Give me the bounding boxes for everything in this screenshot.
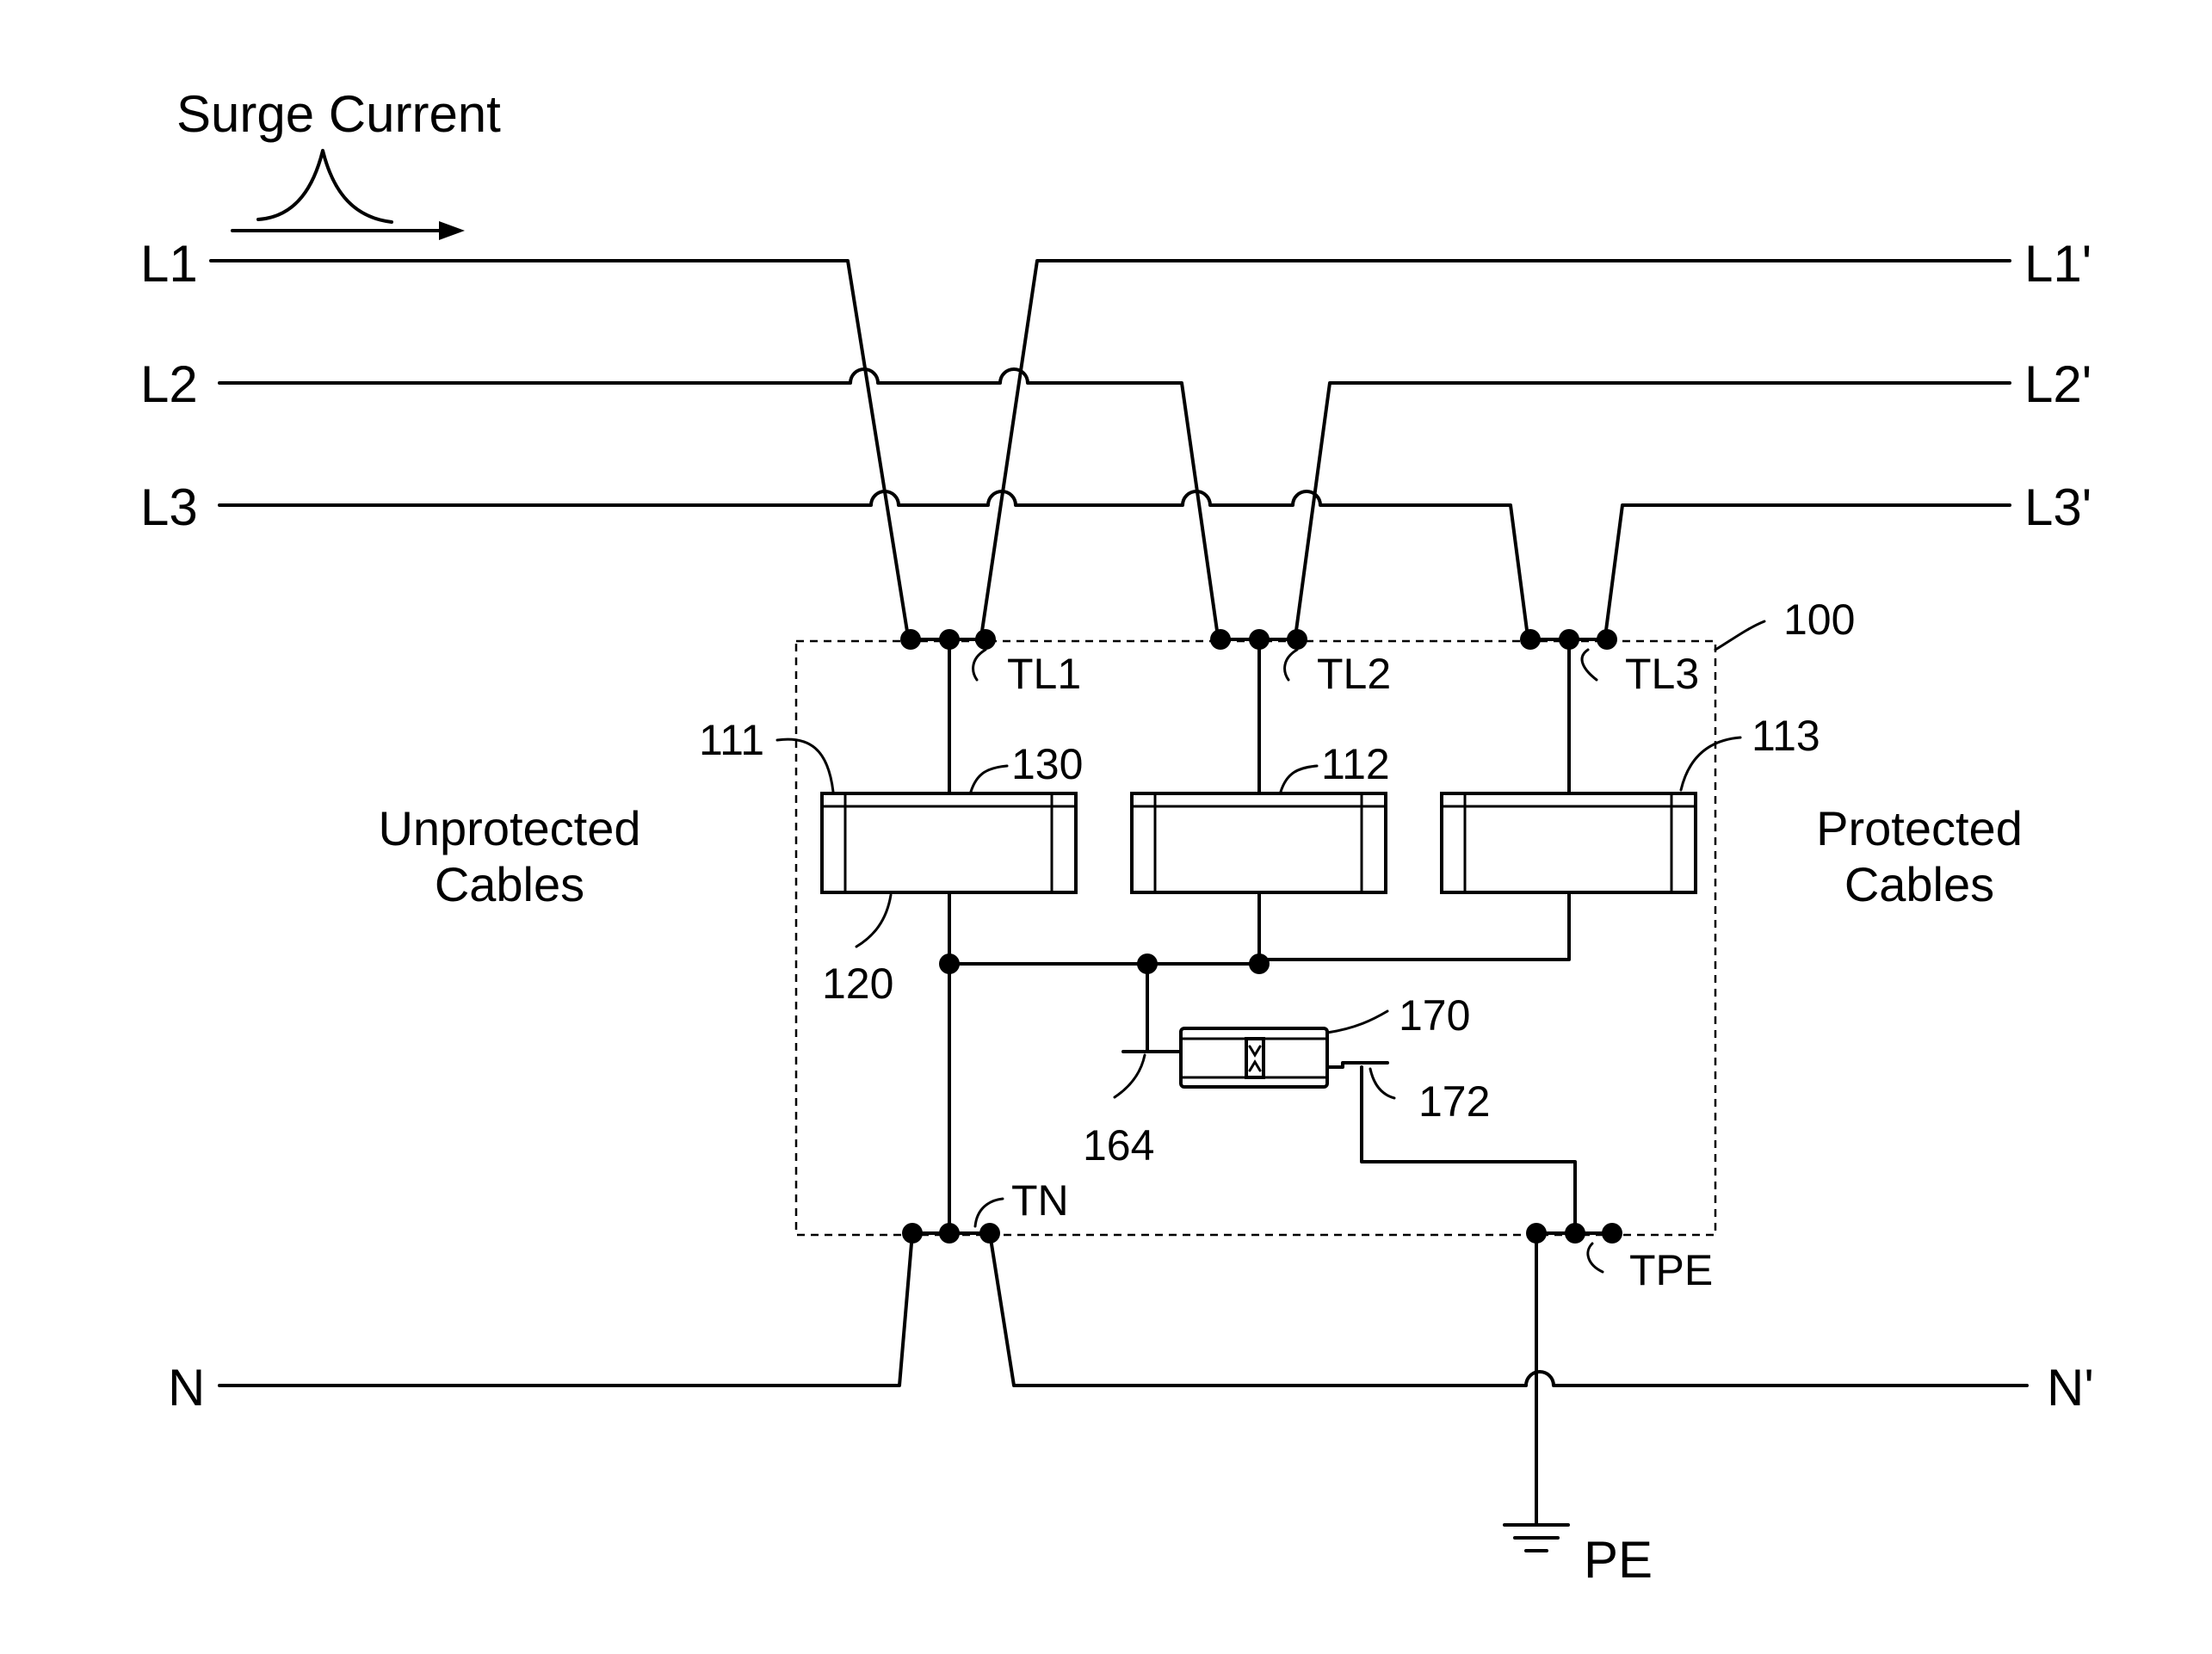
- leader-112: [1281, 766, 1317, 792]
- leader-111: [777, 739, 833, 792]
- wire-n-out: [990, 1233, 2027, 1386]
- label-tl3: TL3: [1625, 650, 1699, 698]
- wire-n-in: [219, 1233, 912, 1386]
- ref-164: 164: [1083, 1121, 1154, 1170]
- leader-tl3: [1582, 650, 1597, 680]
- ref-113: 113: [1752, 712, 1820, 760]
- leader-164: [1115, 1055, 1145, 1097]
- gdt-lead-172: [1327, 1063, 1387, 1067]
- ref-111: 111: [699, 716, 764, 764]
- wire-l3-in: [219, 491, 1528, 637]
- ref-170: 170: [1399, 991, 1470, 1040]
- gdt-gap: [1246, 1039, 1264, 1077]
- label-l2: L2: [140, 355, 198, 413]
- leader-120: [856, 895, 891, 947]
- leader-130: [971, 766, 1007, 792]
- protected-line1: Protected: [1816, 801, 2023, 855]
- wire-l1-in: [211, 261, 908, 637]
- protection-module-113: [1442, 793, 1696, 892]
- leader-100: [1715, 621, 1764, 650]
- protection-module-112: [1132, 793, 1386, 892]
- leader-tn: [975, 1199, 1003, 1226]
- label-n: N: [168, 1359, 205, 1416]
- unprotected-line2: Cables: [435, 857, 584, 911]
- label-tl1: TL1: [1007, 650, 1081, 698]
- surge-current-label: Surge Current: [176, 85, 501, 143]
- wire-module-113-out: [1259, 892, 1569, 960]
- gas-discharge-tube-170: [1181, 1028, 1327, 1087]
- leader-170: [1327, 1011, 1387, 1033]
- leader-113: [1681, 738, 1740, 790]
- leader-tl2: [1285, 650, 1297, 680]
- terminal-dot: [1565, 1223, 1585, 1244]
- label-l3-prime: L3': [2024, 478, 2092, 536]
- ground-icon: [1505, 1525, 1568, 1551]
- leader-tpe: [1588, 1244, 1603, 1272]
- protection-module-111: [822, 793, 1076, 892]
- wire-l2-in: [219, 369, 1218, 637]
- ref-130: 130: [1011, 740, 1083, 788]
- label-l1: L1: [140, 235, 198, 293]
- ref-172: 172: [1418, 1077, 1490, 1126]
- label-l3: L3: [140, 478, 198, 536]
- leader-tl1: [973, 650, 986, 680]
- terminal-dot: [1602, 1223, 1622, 1244]
- ref-112: 112: [1321, 740, 1390, 788]
- arrow-head-icon: [439, 221, 465, 240]
- wire-l2-out: [1295, 383, 2010, 637]
- module-body: [1132, 793, 1386, 892]
- spd-enclosure-100: [796, 641, 1715, 1235]
- label-tl2: TL2: [1317, 650, 1391, 698]
- label-tn: TN: [1011, 1176, 1069, 1225]
- label-n-prime: N': [2047, 1359, 2094, 1416]
- unprotected-line1: Unprotected: [378, 801, 640, 855]
- module-body: [1442, 793, 1696, 892]
- label-l1-prime: L1': [2024, 235, 2092, 293]
- ref-120: 120: [822, 960, 893, 1008]
- terminal-tn: [902, 1223, 1000, 1244]
- terminal-tpe: [1526, 1223, 1622, 1244]
- terminal-dot: [939, 1223, 960, 1244]
- label-tpe: TPE: [1629, 1246, 1713, 1294]
- label-pe: PE: [1584, 1531, 1653, 1589]
- junction-dot: [1249, 954, 1270, 974]
- wire-l1-out: [981, 261, 2010, 637]
- leader-172: [1370, 1069, 1394, 1098]
- label-l2-prime: L2': [2024, 355, 2092, 413]
- ref-100: 100: [1783, 596, 1855, 644]
- module-body: [822, 793, 1076, 892]
- surge-pulse-icon: [258, 151, 392, 222]
- protected-line2: Cables: [1844, 857, 1994, 911]
